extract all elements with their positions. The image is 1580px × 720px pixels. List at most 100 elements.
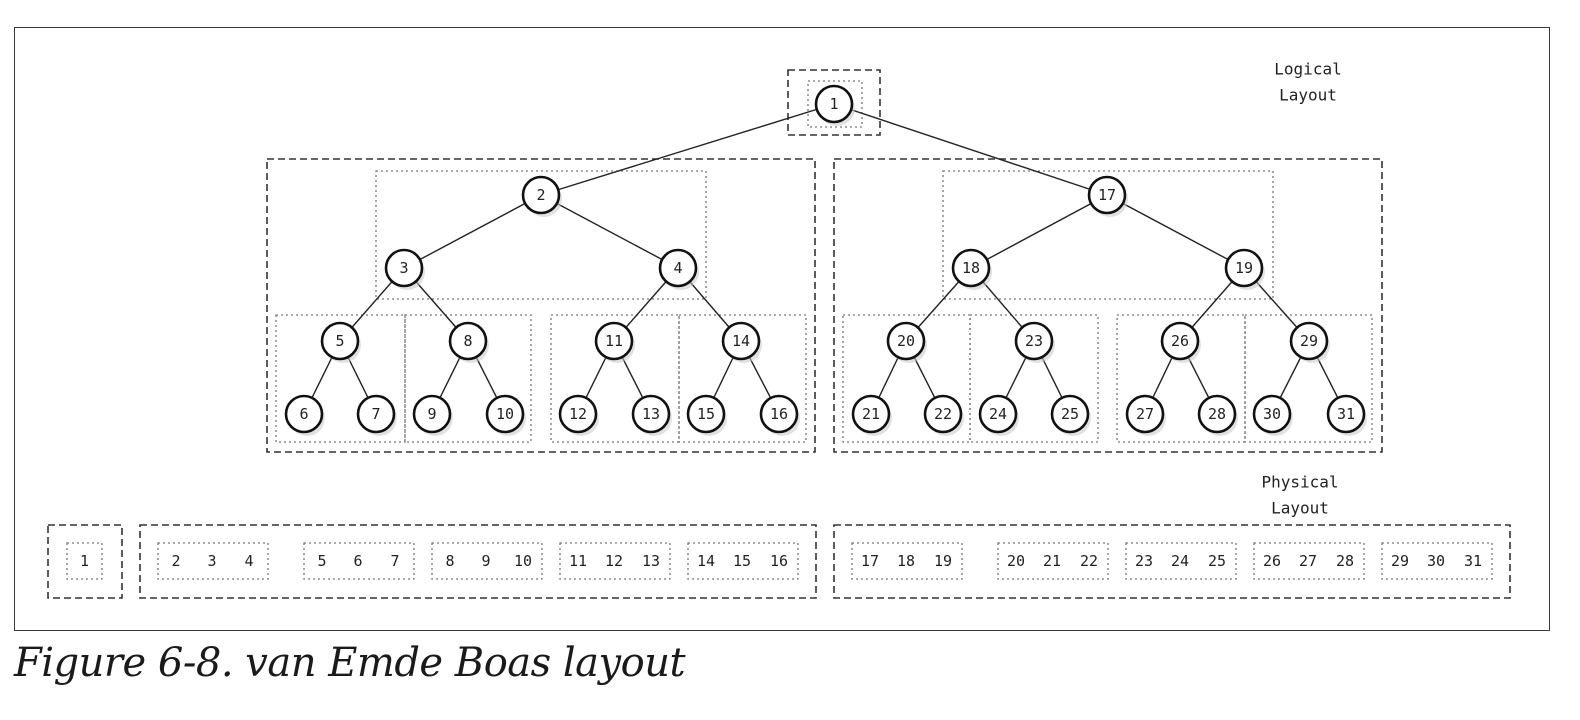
tree-node — [851, 394, 891, 434]
tree-node-label: 23 — [1025, 332, 1043, 350]
tree-node-label: 27 — [1136, 405, 1154, 423]
bottom-subtree-3 — [550, 314, 680, 443]
bottom-subtree-7 — [1116, 314, 1246, 443]
physical-cell: 25 — [1208, 552, 1226, 570]
bottom-subtree-6 — [969, 314, 1099, 443]
physical-group — [1125, 542, 1237, 580]
tree-node-label: 15 — [697, 405, 715, 423]
physical-cell: 11 — [569, 552, 587, 570]
physical-cell: 4 — [244, 552, 253, 570]
tree-node — [923, 394, 963, 434]
figure-frame — [14, 27, 1550, 631]
tree-node — [320, 321, 360, 361]
tree-node-label: 17 — [1098, 186, 1116, 204]
physical-cell: 13 — [642, 552, 660, 570]
bottom-subtree-4 — [678, 314, 807, 443]
physical-cell: 28 — [1336, 552, 1354, 570]
tree-node — [1252, 394, 1292, 434]
tree-node — [284, 394, 324, 434]
tree-node — [814, 84, 854, 124]
tree-node — [448, 321, 488, 361]
physical-cell: 18 — [897, 552, 915, 570]
tree-node — [886, 321, 926, 361]
tree-node-label: 28 — [1208, 405, 1226, 423]
physical-cell: 20 — [1007, 552, 1025, 570]
physical-cell: 26 — [1263, 552, 1281, 570]
physical-cell: 12 — [605, 552, 623, 570]
tree-node — [1014, 321, 1054, 361]
physical-cell: 21 — [1043, 552, 1061, 570]
physical-cell: 16 — [770, 552, 788, 570]
tree-node — [412, 394, 452, 434]
physical-cell: 30 — [1427, 552, 1445, 570]
physical-cell: 3 — [207, 552, 216, 570]
logical-label-line1: Logical — [1274, 60, 1341, 79]
physical-cell: 19 — [934, 552, 952, 570]
tree-node-label: 29 — [1300, 332, 1318, 350]
tree-edge — [540, 103, 835, 196]
physical-cell: 5 — [317, 552, 326, 570]
tree-node — [1087, 175, 1127, 215]
tree-node-label: 22 — [934, 405, 952, 423]
bottom-subtree-8 — [1244, 314, 1373, 443]
physical-cell: 14 — [697, 552, 715, 570]
bottom-subtree-1 — [275, 314, 406, 443]
tree-node — [558, 394, 598, 434]
physical-cell: 10 — [514, 552, 532, 570]
tree-node — [759, 394, 799, 434]
tree-edge — [540, 194, 679, 269]
tree-node-label: 1 — [829, 95, 838, 113]
tree-node-label: 18 — [962, 259, 980, 277]
physical-label-line1: Physical — [1261, 473, 1338, 492]
physical-group — [303, 542, 415, 580]
tree-node — [978, 394, 1018, 434]
physical-group — [1381, 542, 1493, 580]
right-top-subtree — [942, 170, 1274, 300]
tree-node-label: 24 — [989, 405, 1007, 423]
physical-group — [1253, 542, 1365, 580]
physical-group — [851, 542, 963, 580]
physical-cell: 6 — [353, 552, 362, 570]
physical-cell: 17 — [861, 552, 879, 570]
tree-node — [658, 248, 698, 288]
tree-node — [721, 321, 761, 361]
physical-cell: 2 — [171, 552, 180, 570]
tree-node-label: 11 — [605, 332, 623, 350]
physical-label-line2: Layout — [1271, 499, 1329, 518]
physical-cell: 27 — [1299, 552, 1317, 570]
tree-node-label: 10 — [496, 405, 514, 423]
tree-node-label: 13 — [642, 405, 660, 423]
tree-node — [1197, 394, 1237, 434]
tree-node-label: 3 — [399, 259, 408, 277]
root-block-outer — [787, 69, 881, 136]
physical-cell: 29 — [1391, 552, 1409, 570]
figure-caption: Figure 6-8. van Emde Boas layout — [14, 640, 686, 686]
physical-group — [997, 542, 1109, 580]
tree-node — [1289, 321, 1329, 361]
root-block-inner — [807, 80, 863, 128]
tree-node-label: 8 — [463, 332, 472, 350]
tree-node-label: 14 — [732, 332, 750, 350]
left-subtree-block — [266, 158, 816, 453]
bottom-subtree-2 — [404, 314, 532, 443]
tree-edge — [833, 103, 1108, 196]
tree-node — [594, 321, 634, 361]
tree-node — [1125, 394, 1165, 434]
tree-edge — [1106, 194, 1245, 269]
tree-node-label: 19 — [1235, 259, 1253, 277]
logical-label-line2: Layout — [1279, 86, 1337, 105]
tree-node-label: 30 — [1263, 405, 1281, 423]
tree-node — [384, 248, 424, 288]
tree-node — [631, 394, 671, 434]
physical-group — [431, 542, 543, 580]
tree-node-label: 4 — [673, 259, 682, 277]
tree-node-label: 25 — [1061, 405, 1079, 423]
physical-cell: 9 — [481, 552, 490, 570]
physical-cell: 8 — [445, 552, 454, 570]
tree-node-label: 31 — [1337, 405, 1355, 423]
physical-cell: 1 — [80, 552, 89, 570]
tree-node-label: 20 — [897, 332, 915, 350]
tree-node-label: 7 — [371, 405, 380, 423]
left-top-subtree — [375, 170, 707, 300]
tree-node-label: 26 — [1171, 332, 1189, 350]
